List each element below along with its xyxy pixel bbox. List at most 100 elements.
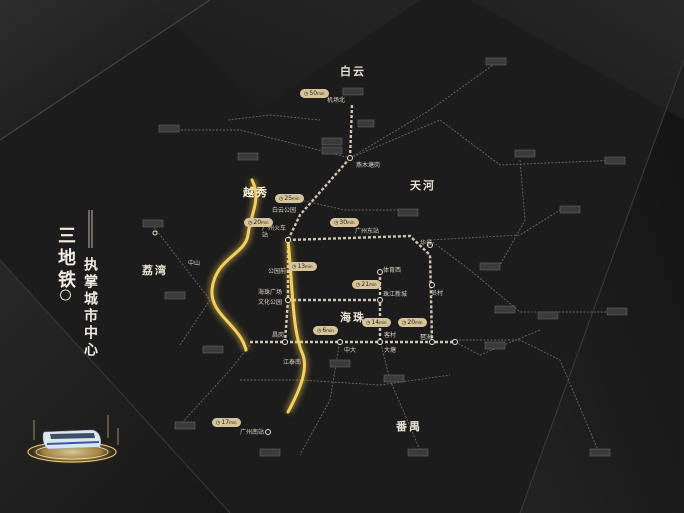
grey-line — [240, 374, 451, 386]
grey-line — [499, 159, 526, 266]
travel-time-value: 14 — [371, 319, 380, 326]
station-dot — [429, 282, 435, 288]
gold-line-glow — [208, 178, 308, 414]
travel-time-value: 25 — [284, 195, 293, 202]
travel-time-unit: min — [415, 320, 423, 325]
district-panyu: 番禺 — [396, 420, 422, 433]
station-zhongda: 中大 — [344, 347, 357, 354]
travel-time-badge: ◷17min — [212, 418, 241, 427]
train-body — [42, 429, 102, 450]
station-baiyunpark: 白云公园 — [272, 207, 297, 214]
bg-edge-line — [519, 59, 684, 513]
travel-time-badge: ◷20min — [398, 318, 427, 327]
clock-icon: ◷ — [279, 196, 284, 202]
station-gzeast: 广州东站 — [355, 228, 380, 235]
grey-line — [349, 119, 621, 166]
station-dot — [285, 237, 291, 243]
station-zhujiangxincheng: 珠江新城 — [383, 291, 408, 298]
clock-icon: ◷ — [402, 320, 407, 326]
metro-line-airport — [348, 104, 354, 159]
travel-time-value: 20 — [253, 219, 262, 226]
travel-time-value: 13 — [297, 263, 306, 270]
clock-icon: ◷ — [366, 320, 371, 326]
station-haizhusquare: 海珠广场 — [258, 289, 283, 296]
train-stripe — [47, 441, 99, 445]
headline-line1: 三地铁 — [55, 226, 76, 292]
district-yuexiu: 越秀 — [243, 186, 269, 199]
travel-time-badge: ◷21min — [352, 280, 381, 289]
clock-icon: ◷ — [317, 328, 322, 334]
station-yuancun: 员村 — [431, 290, 444, 297]
grey-line — [452, 339, 601, 456]
travel-time-value: 17 — [221, 419, 230, 426]
station-gzstation: 广州火车站 — [262, 225, 287, 239]
gold-line-west — [210, 178, 258, 352]
travel-time-value: 21 — [361, 281, 370, 288]
travel-time-badge: ◷14min — [362, 318, 391, 327]
travel-time-value: 50 — [309, 90, 318, 97]
metro-line-east — [287, 234, 434, 341]
travel-time-unit: min — [326, 328, 334, 333]
station-dot — [347, 155, 353, 161]
station-tiyuxi: 体育西 — [383, 267, 402, 274]
clock-icon: ◷ — [248, 220, 253, 226]
grey-line — [179, 344, 251, 426]
station-gzsouth: 广州南站 — [240, 429, 265, 436]
station-dot — [429, 339, 435, 345]
station-changgang: 昌岗 — [272, 332, 285, 339]
grey-network — [149, 59, 621, 456]
station-gongyuanqian: 公园前 — [268, 268, 287, 275]
travel-time-unit: min — [229, 420, 237, 425]
bg-facet-mid — [470, 0, 684, 120]
travel-time-value: 6 — [322, 327, 327, 334]
grey-line — [299, 199, 410, 211]
district-baiyun: 白云 — [340, 65, 366, 78]
travel-time-unit: min — [261, 220, 269, 225]
travel-time-badge: ◷20min — [244, 218, 273, 227]
clock-icon: ◷ — [356, 282, 361, 288]
travel-time-unit: min — [317, 91, 325, 96]
station-dot — [152, 230, 158, 236]
travel-time-badge: ◷25min — [275, 194, 304, 203]
travel-time-badge: ◷50min — [300, 89, 329, 98]
station-zhongshan: 中山 — [188, 260, 201, 267]
travel-time-unit: min — [305, 264, 313, 269]
grey-line — [299, 339, 341, 456]
travel-time-value: 30 — [339, 219, 348, 226]
grey-line — [454, 329, 541, 356]
gold-line-south — [286, 238, 306, 414]
grey-line — [149, 221, 211, 346]
travel-time-unit: min — [292, 196, 300, 201]
headline-circle: 〇 — [58, 289, 72, 305]
headline-line2: 执掌城市中心 — [82, 257, 98, 359]
grey-line — [429, 209, 561, 241]
travel-time-badge: ◷30min — [330, 218, 359, 227]
grey-line — [379, 339, 421, 451]
clock-icon: ◷ — [216, 420, 221, 426]
gold-line — [210, 178, 306, 414]
station-datang: 大塘 — [384, 347, 397, 354]
clock-icon: ◷ — [292, 264, 297, 270]
bg-edge-line — [0, 0, 211, 141]
station-huajing: 华景 — [420, 240, 433, 247]
station-pazhou: 琶洲 — [420, 334, 433, 341]
train-windows — [50, 433, 95, 439]
station-dot — [377, 297, 383, 303]
clock-icon: ◷ — [304, 91, 309, 97]
bg-edge-line — [0, 259, 231, 513]
metro-line-north — [286, 157, 351, 241]
district-liwan: 荔湾 — [142, 264, 168, 277]
travel-time-badge: ◷13min — [288, 262, 317, 271]
train-illustration — [24, 415, 120, 465]
grey-line — [429, 239, 620, 313]
station-keyun: 客村 — [384, 332, 397, 339]
station-dot — [452, 339, 458, 345]
station-yanling: 燕木塘岗 — [356, 162, 381, 169]
grey-line — [227, 114, 321, 121]
travel-time-badge: ◷6min — [313, 326, 338, 335]
station-dot — [265, 429, 271, 435]
bg-facet-top — [150, 0, 420, 110]
